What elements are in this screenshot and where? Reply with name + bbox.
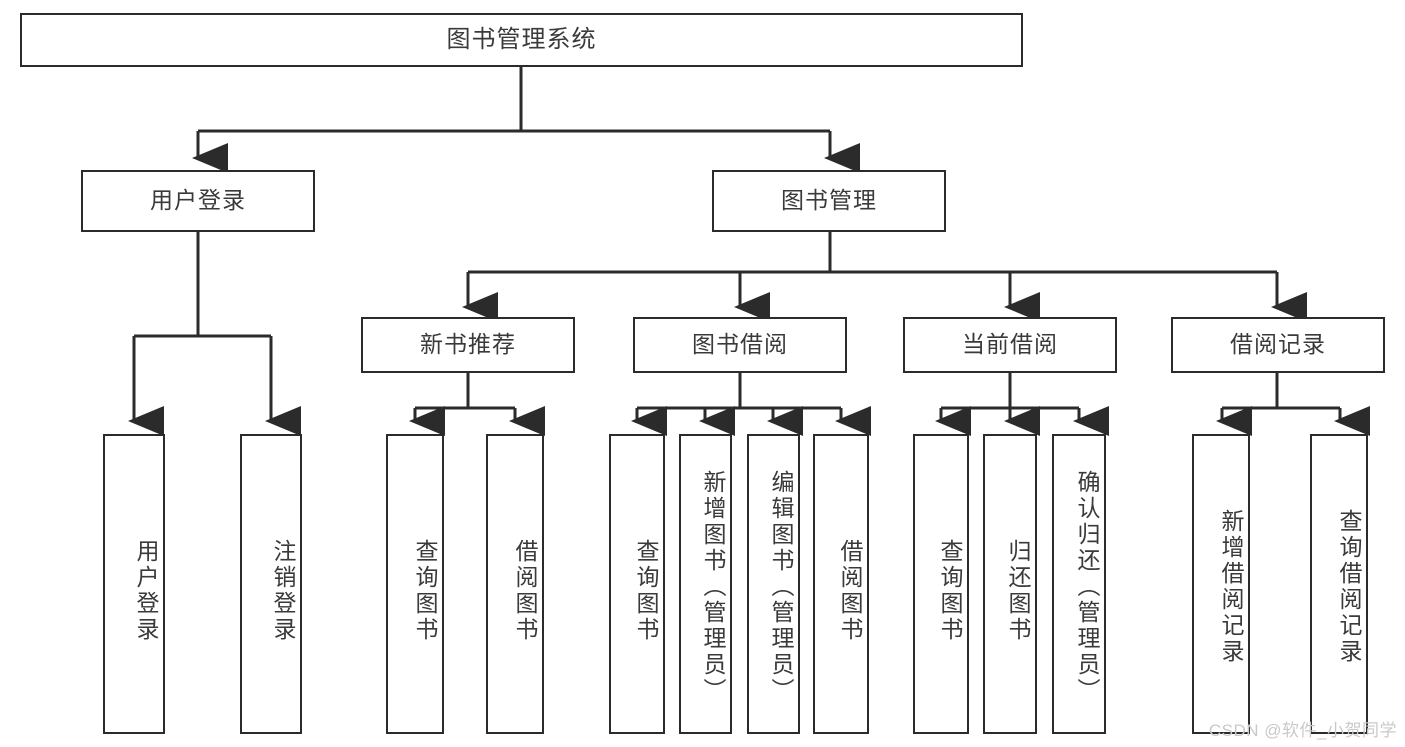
node-leaf-user-login[interactable]: 用户登录 [103, 434, 165, 734]
node-leaf-return-book-label: 归还图书 [1005, 539, 1031, 643]
node-book-manage[interactable]: 图书管理 [712, 170, 946, 232]
node-leaf-add-record[interactable]: 新增借阅记录 [1192, 434, 1250, 734]
node-leaf-query-record[interactable]: 查询借阅记录 [1310, 434, 1368, 734]
node-leaf-logout-label: 注销登录 [270, 539, 296, 643]
node-book-manage-label: 图书管理 [781, 187, 877, 214]
node-leaf-logout[interactable]: 注销登录 [240, 434, 302, 734]
node-leaf-add-book[interactable]: 新增图书（管理员） [679, 434, 732, 734]
node-leaf-edit-book-label: 编辑图书（管理员） [768, 470, 794, 704]
node-borrow-record[interactable]: 借阅记录 [1171, 317, 1385, 373]
node-leaf-edit-book[interactable]: 编辑图书（管理员） [747, 434, 800, 734]
node-new-book-rec[interactable]: 新书推荐 [361, 317, 575, 373]
node-leaf-query-book-2[interactable]: 查询图书 [609, 434, 665, 734]
node-leaf-add-record-label: 新增借阅记录 [1218, 509, 1244, 665]
node-user-login[interactable]: 用户登录 [81, 170, 315, 232]
node-leaf-query-book-1-label: 查询图书 [412, 539, 438, 643]
node-leaf-borrow-book-1[interactable]: 借阅图书 [486, 434, 544, 734]
node-new-book-rec-label: 新书推荐 [420, 331, 516, 358]
node-leaf-borrow-book-2[interactable]: 借阅图书 [813, 434, 869, 734]
node-leaf-query-book-3-label: 查询图书 [937, 539, 963, 643]
node-leaf-return-book[interactable]: 归还图书 [983, 434, 1037, 734]
node-leaf-query-book-1[interactable]: 查询图书 [386, 434, 444, 734]
node-leaf-borrow-book-1-label: 借阅图书 [512, 539, 538, 643]
node-leaf-confirm-return-label: 确认归还（管理员） [1074, 470, 1100, 704]
node-leaf-query-record-label: 查询借阅记录 [1336, 509, 1362, 665]
node-root-label: 图书管理系统 [446, 25, 597, 53]
node-leaf-confirm-return[interactable]: 确认归还（管理员） [1052, 434, 1106, 734]
node-leaf-borrow-book-2-label: 借阅图书 [837, 539, 863, 643]
csdn-watermark: CSDN @软件_小贺同学 [1208, 721, 1397, 740]
node-borrow-record-label: 借阅记录 [1230, 331, 1326, 358]
node-current-borrow[interactable]: 当前借阅 [903, 317, 1117, 373]
node-leaf-query-book-2-label: 查询图书 [633, 539, 659, 643]
node-leaf-add-book-label: 新增图书（管理员） [700, 470, 726, 704]
node-root[interactable]: 图书管理系统 [20, 13, 1023, 67]
node-book-borrow-label: 图书借阅 [692, 331, 788, 358]
node-user-login-label: 用户登录 [150, 187, 246, 214]
node-leaf-query-book-3[interactable]: 查询图书 [913, 434, 969, 734]
node-book-borrow[interactable]: 图书借阅 [633, 317, 847, 373]
node-current-borrow-label: 当前借阅 [962, 331, 1058, 358]
node-leaf-user-login-label: 用户登录 [133, 539, 159, 643]
